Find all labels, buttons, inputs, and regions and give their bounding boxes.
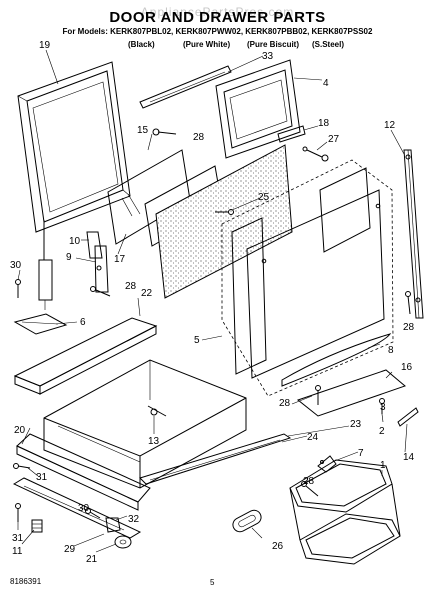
callout-14: 14 (403, 452, 415, 463)
callout-4: 4 (323, 78, 329, 89)
callout-20: 20 (14, 425, 26, 436)
callout-8: 8 (388, 345, 394, 356)
callout-7: 7 (358, 448, 364, 459)
kick-plate (296, 369, 406, 417)
variant-pure-biscuit: (Pure Biscuit) (247, 40, 300, 49)
callout-28: 28 (303, 476, 315, 487)
drawer-pin (379, 398, 385, 414)
models-line: For Models: KERK807PBL02, KERK807PWW02, … (62, 27, 373, 36)
callout-31: 31 (36, 472, 48, 483)
callout-22: 22 (141, 288, 153, 299)
callout-27: 27 (328, 134, 340, 145)
inner-door-frame (215, 59, 301, 159)
drawer-glide (12, 477, 142, 539)
callout-11: 11 (12, 546, 23, 557)
callout-21: 21 (86, 554, 98, 565)
callout-31: 31 (12, 533, 24, 544)
callout-17: 17 (114, 254, 126, 265)
latch-bracket (302, 146, 329, 162)
screw (15, 279, 21, 298)
outer-door-panel (17, 61, 131, 233)
callout-28: 28 (125, 281, 137, 292)
callout-10: 10 (69, 236, 81, 247)
element-bracket (397, 407, 419, 427)
screw (215, 209, 234, 215)
callout-2: 2 (379, 426, 385, 437)
roller-bracket (105, 517, 121, 533)
callout-15: 15 (137, 125, 149, 136)
diagram-title: DOOR AND DRAWER PARTS (109, 9, 326, 26)
document-number: 8186391 (10, 577, 42, 586)
element-terminal (317, 455, 337, 473)
drawer-spring (31, 519, 43, 533)
door-assembly-outline (221, 159, 394, 397)
callout-32: 32 (128, 514, 140, 525)
callout-19: 19 (39, 40, 51, 51)
side-trim-strip (403, 149, 424, 319)
drawer-roller (114, 535, 132, 549)
drawer-vent (232, 509, 262, 533)
screw (15, 503, 21, 522)
callout-30: 30 (10, 260, 22, 271)
door-window-pane (231, 167, 385, 379)
callout-1: 1 (380, 460, 386, 471)
screw (405, 291, 411, 315)
callout-9: 9 (66, 252, 72, 263)
screw (152, 128, 177, 136)
hinge-arm (38, 220, 53, 310)
watermark: AppliancePartsPros.com (140, 5, 295, 19)
page-number: 5 (210, 578, 215, 587)
door-insulation (155, 144, 293, 299)
callout-28: 28 (403, 322, 415, 333)
callout-5: 5 (194, 335, 200, 346)
callout-29: 29 (64, 544, 76, 555)
door-bottom-seal (281, 333, 392, 387)
screw (315, 385, 321, 405)
drawer-slide-bracket (13, 313, 68, 335)
callout-30: 30 (78, 503, 90, 514)
drawer-stop-bracket (147, 405, 167, 417)
callout-23: 23 (350, 419, 362, 430)
drawer-support-tray (13, 317, 158, 395)
callout-33: 33 (262, 51, 274, 62)
hinge-bracket (86, 231, 109, 293)
callout-28: 28 (279, 398, 291, 409)
callout-18: 18 (318, 118, 330, 129)
warming-drawer-element (289, 459, 401, 565)
door-clip (277, 125, 306, 143)
callout-13: 13 (148, 436, 160, 447)
variant-stainless-steel: (S.Steel) (312, 40, 345, 49)
screw (85, 508, 101, 519)
callout-28: 28 (193, 132, 205, 143)
callout-leaders (17, 49, 408, 553)
screw (301, 481, 319, 497)
callout-26: 26 (272, 541, 284, 552)
callout-3: 3 (380, 402, 386, 413)
drawer-front-panel (16, 433, 151, 511)
screw (13, 463, 31, 469)
door-trim (139, 65, 232, 109)
callout-16: 16 (401, 362, 413, 373)
screw (90, 286, 111, 297)
variant-pure-white: (Pure White) (183, 40, 231, 49)
drawer-rail (139, 433, 292, 485)
callout-6: 6 (80, 317, 86, 328)
callout-labels: 19 33 4 15 28 18 27 12 25 10 9 17 30 28 … (10, 40, 415, 565)
callout-12: 12 (384, 120, 396, 131)
callout-24: 24 (307, 432, 319, 443)
variant-black: (Black) (128, 40, 155, 49)
callout-25: 25 (258, 192, 270, 203)
warming-drawer-body (43, 359, 247, 489)
